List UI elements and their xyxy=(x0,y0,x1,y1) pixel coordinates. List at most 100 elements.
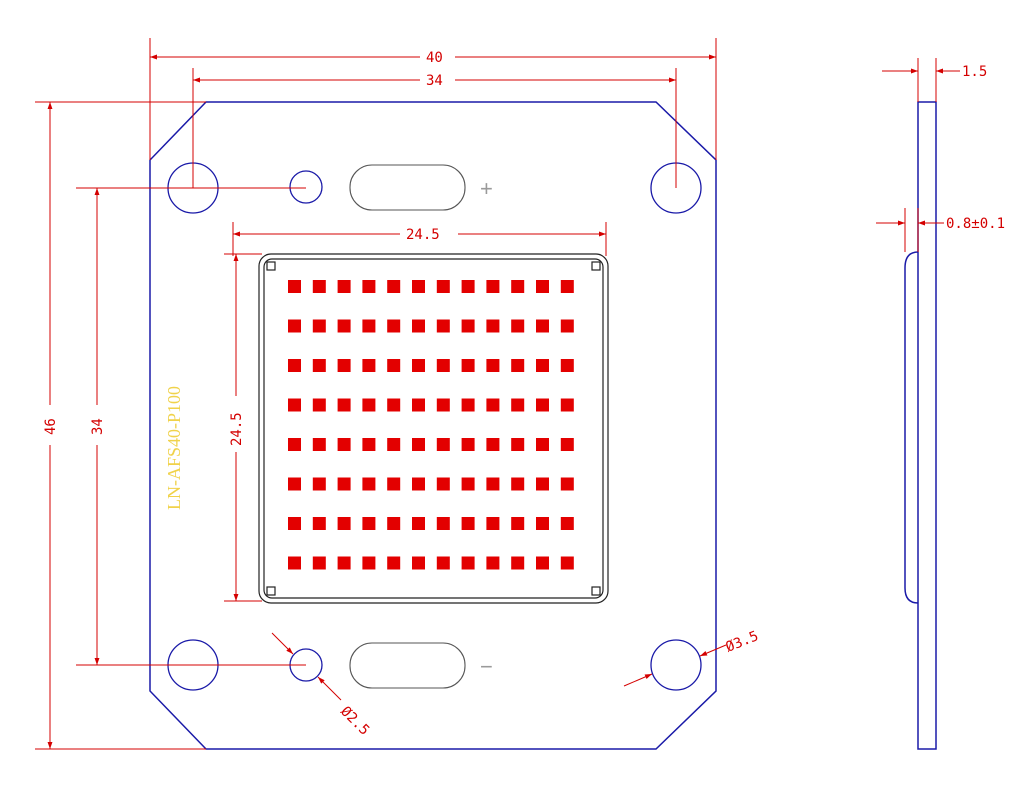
led-chip xyxy=(412,477,425,491)
led-chip xyxy=(362,359,376,372)
led-chip xyxy=(536,517,549,530)
led-chip xyxy=(412,280,425,293)
led-chip xyxy=(288,359,301,372)
led-chip xyxy=(436,359,450,372)
model-label: LN-AFS40-P100 xyxy=(164,386,184,510)
led-chip xyxy=(560,556,574,570)
solder-slot-positive xyxy=(349,164,466,211)
corner-mark xyxy=(591,586,601,596)
negative-symbol: − xyxy=(480,654,493,679)
led-chip xyxy=(362,319,376,333)
led-chip xyxy=(536,438,549,451)
solder-slot-negative xyxy=(349,642,466,689)
led-chip xyxy=(412,556,425,570)
led-chip xyxy=(387,438,401,451)
corner-mark xyxy=(266,586,276,596)
led-chip xyxy=(511,477,525,491)
led-chip xyxy=(436,477,450,491)
led-chip xyxy=(486,438,500,451)
led-chip xyxy=(560,517,574,530)
dim-total-width: 40 xyxy=(426,50,443,66)
led-chip xyxy=(461,359,475,372)
led-chip xyxy=(288,438,301,451)
led-chip xyxy=(461,477,475,491)
led-chip xyxy=(511,319,525,333)
led-chip xyxy=(288,477,301,491)
led-chip xyxy=(387,359,401,372)
positive-symbol: + xyxy=(480,176,493,201)
led-chip xyxy=(461,319,475,333)
led-chip xyxy=(560,280,574,293)
led-chip xyxy=(362,477,376,491)
led-chip xyxy=(337,517,351,530)
led-chip xyxy=(312,398,326,412)
led-chip xyxy=(560,438,574,451)
led-chip xyxy=(312,359,326,372)
led-chip xyxy=(362,517,376,530)
led-chip xyxy=(337,319,351,333)
mount-hole-bottom-right xyxy=(650,639,702,691)
led-chip xyxy=(337,477,351,491)
led-chip xyxy=(461,280,475,293)
dim-small-hole-diameter: Ø2.5 xyxy=(337,704,372,739)
side-view: 1.5 0.8±0.1 xyxy=(876,58,1005,750)
dim-array-height: 24.5 xyxy=(229,412,245,446)
led-chip xyxy=(387,556,401,570)
led-chip xyxy=(560,319,574,333)
led-chip xyxy=(312,280,326,293)
dim-board-thickness: 1.5 xyxy=(962,64,987,80)
led-chip xyxy=(412,517,425,530)
led-array-frame-outer xyxy=(258,253,609,604)
led-chip xyxy=(288,280,301,293)
led-chip xyxy=(362,280,376,293)
led-chip xyxy=(288,398,301,412)
dim-total-height: 46 xyxy=(43,418,59,435)
led-chip xyxy=(312,319,326,333)
led-chip xyxy=(536,359,549,372)
led-chip xyxy=(560,398,574,412)
led-chip xyxy=(436,398,450,412)
led-chip xyxy=(536,477,549,491)
led-chip xyxy=(337,398,351,412)
led-chip xyxy=(288,319,301,333)
led-chip xyxy=(436,517,450,530)
small-hole-top xyxy=(289,170,323,204)
led-chip xyxy=(387,398,401,412)
led-chip xyxy=(362,398,376,412)
led-chip xyxy=(337,438,351,451)
led-chip xyxy=(486,556,500,570)
led-chip xyxy=(436,556,450,570)
led-chip xyxy=(536,319,549,333)
led-chip xyxy=(511,280,525,293)
led-chip xyxy=(412,438,425,451)
leader-line-large-hole xyxy=(699,644,727,657)
led-chip xyxy=(412,319,425,333)
led-chip xyxy=(312,477,326,491)
led-chip xyxy=(536,280,549,293)
led-chip xyxy=(312,438,326,451)
led-chip xyxy=(511,359,525,372)
side-view-board xyxy=(917,101,937,750)
led-chip xyxy=(560,477,574,491)
corner-mark xyxy=(266,261,276,271)
led-array-frame-inner xyxy=(263,258,604,599)
led-chip xyxy=(387,517,401,530)
led-chip xyxy=(461,398,475,412)
leader-line-small-hole xyxy=(271,632,294,655)
leader-line-large-hole xyxy=(623,673,653,687)
led-chip xyxy=(412,359,425,372)
led-chip xyxy=(511,556,525,570)
corner-mark xyxy=(591,261,601,271)
led-chip xyxy=(288,556,301,570)
led-chip xyxy=(461,517,475,530)
led-chip xyxy=(436,438,450,451)
dim-array-width: 24.5 xyxy=(406,227,440,243)
led-chip xyxy=(486,398,500,412)
dim-hole-pitch-x: 34 xyxy=(426,73,443,89)
led-chip xyxy=(288,517,301,530)
led-chip xyxy=(337,280,351,293)
dim-large-hole-diameter: Ø3.5 xyxy=(724,628,761,655)
led-chip xyxy=(511,438,525,451)
dim-hole-pitch-y: 34 xyxy=(90,418,106,435)
